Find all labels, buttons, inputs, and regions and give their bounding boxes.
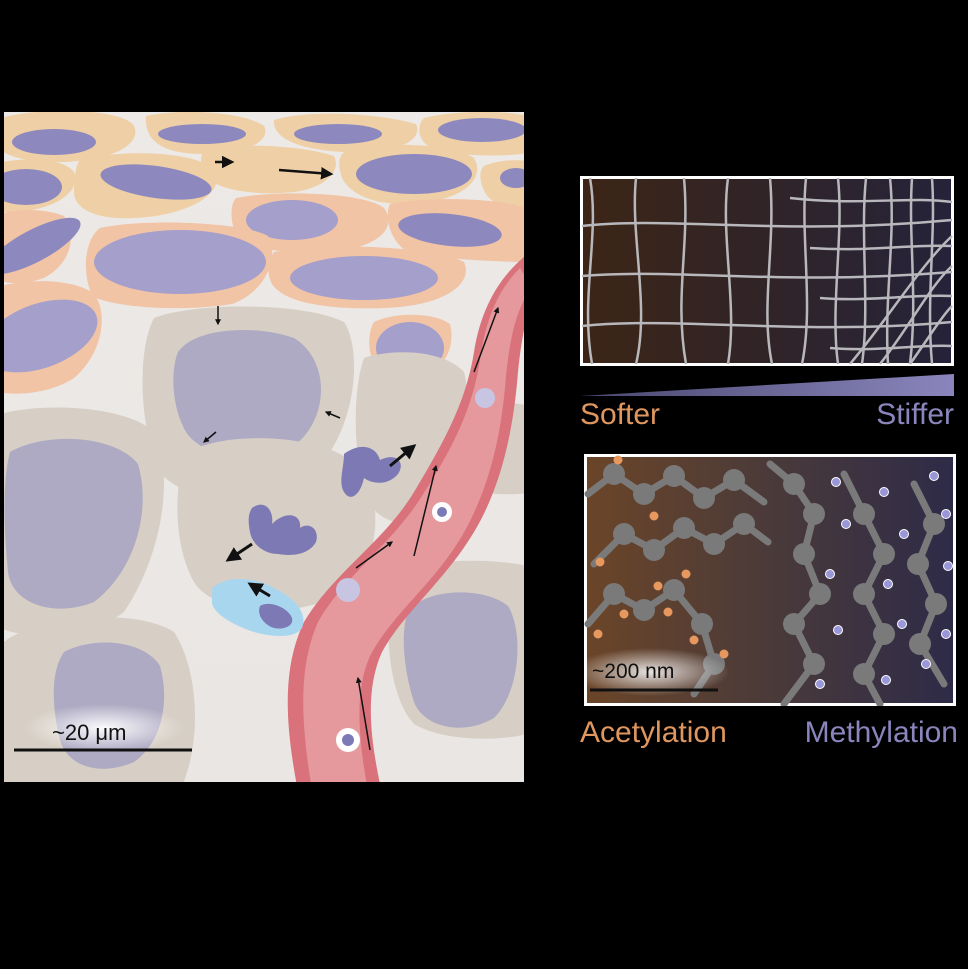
methyl-marks bbox=[815, 471, 953, 689]
arrow-icon bbox=[203, 155, 500, 751]
chromatin-panel bbox=[584, 454, 956, 706]
scale-label-micro: ~20 μm bbox=[52, 720, 127, 745]
scale-glow-nano bbox=[584, 648, 730, 696]
softer-label: Softer bbox=[580, 398, 661, 431]
stiffer-label: Stiffer bbox=[876, 398, 954, 431]
epithelial-layer bbox=[4, 112, 524, 394]
tissue-illustration bbox=[4, 112, 524, 782]
immune-cell-icon bbox=[336, 388, 495, 752]
acetyl-marks bbox=[593, 455, 729, 659]
ecm-mesh-panel bbox=[580, 176, 954, 366]
methylation-label: Methylation bbox=[804, 716, 958, 749]
acetylation-label: Acetylation bbox=[580, 716, 727, 749]
scale-glow bbox=[24, 704, 184, 752]
blood-vessel bbox=[287, 256, 524, 782]
scale-label-nano: ~200 nm bbox=[592, 660, 675, 683]
stromal-cells bbox=[4, 306, 524, 782]
migrating-cell-icon bbox=[212, 446, 401, 636]
stiffness-gradient-wedge bbox=[580, 374, 954, 396]
